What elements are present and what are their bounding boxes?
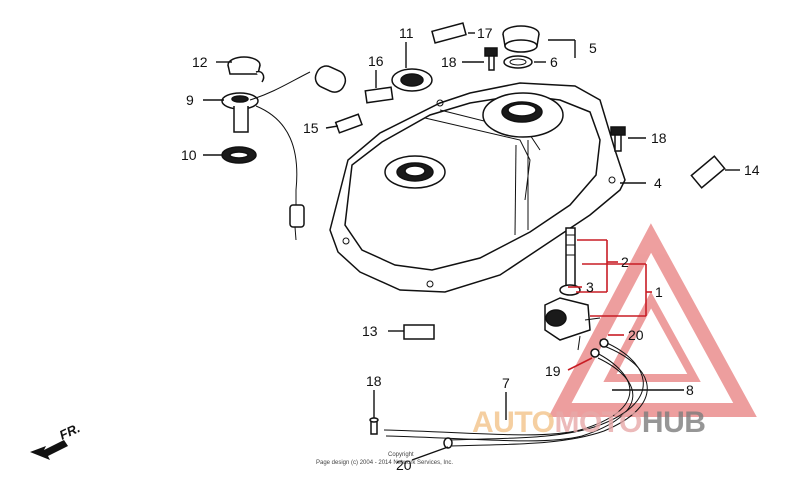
watermark-logo <box>548 223 757 417</box>
callout-10: 10 <box>181 147 197 163</box>
cap-gasket <box>503 55 533 69</box>
callout-3: 3 <box>586 279 594 295</box>
callout-18-top: 18 <box>441 54 457 70</box>
watermark-part2: MOTO <box>554 406 642 439</box>
callout-8: 8 <box>686 382 694 398</box>
callout-13: 13 <box>362 323 378 339</box>
callout-1: 1 <box>655 284 663 300</box>
fuel-tank <box>329 82 626 293</box>
label-14 <box>690 155 726 189</box>
watermark-part3: HUB <box>642 406 706 439</box>
callout-15: 15 <box>303 120 319 136</box>
svg-text:AUTOMOTOHUB: AUTOMOTOHUB <box>472 406 705 439</box>
fuel-gauge-unit <box>221 65 347 241</box>
label-16 <box>364 86 394 104</box>
callout-16: 16 <box>368 53 384 69</box>
copyright-line1: Copyright <box>388 452 414 458</box>
callout-12: 12 <box>192 54 208 70</box>
callout-11: 11 <box>399 25 414 41</box>
label-13 <box>403 324 435 340</box>
callout-18-bottom: 18 <box>366 373 382 389</box>
clip-19 <box>590 348 600 358</box>
gauge-gasket-10 <box>221 146 257 164</box>
fuel-tubes <box>383 339 648 449</box>
callout-20-bottom: 20 <box>396 457 412 473</box>
direction-label: FR. <box>57 420 82 442</box>
bolt-18-right <box>610 126 626 152</box>
bolt-18-top <box>484 47 498 71</box>
label-17 <box>431 22 467 44</box>
front-direction-arrow: FR. <box>30 420 82 460</box>
copyright-line2: Page design (c) 2004 - 2014 Network Serv… <box>316 460 453 466</box>
gauge-cap-12 <box>227 56 265 83</box>
callout-20-top: 20 <box>628 327 644 343</box>
label-15 <box>334 113 363 134</box>
callout-5: 5 <box>589 40 597 56</box>
callout-2: 2 <box>621 254 629 270</box>
callout-18-right: 18 <box>651 130 667 146</box>
callout-9: 9 <box>186 92 194 108</box>
gauge-packing <box>391 68 433 92</box>
callout-19: 19 <box>545 363 561 379</box>
bolt-18-bottom <box>369 417 379 435</box>
watermark-part1: AUTO <box>472 406 555 439</box>
callout-4: 4 <box>654 175 662 191</box>
callout-6: 6 <box>550 54 558 70</box>
callout-7: 7 <box>502 375 510 391</box>
callout-17: 17 <box>477 25 493 41</box>
callout-14: 14 <box>744 162 760 178</box>
clip-20-top <box>599 338 609 348</box>
watermark-text: AUTOMOTOHUB <box>472 406 706 439</box>
filler-cap <box>502 25 540 53</box>
